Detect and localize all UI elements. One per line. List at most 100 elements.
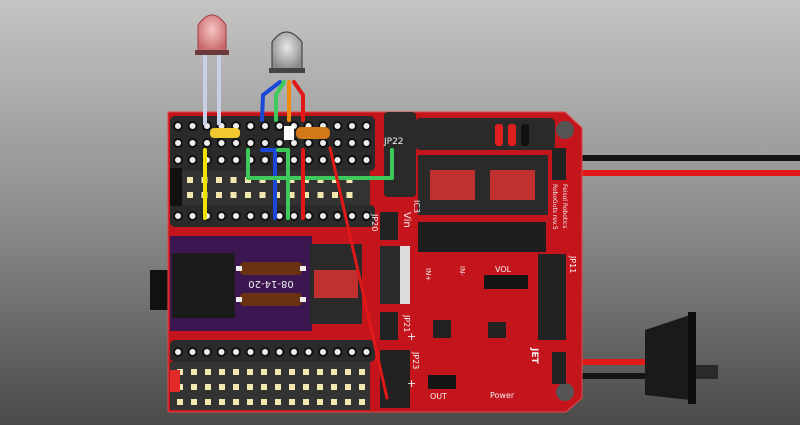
proto-pad xyxy=(191,384,197,390)
mounting-hole xyxy=(556,121,574,139)
proto-hole xyxy=(303,347,314,357)
mounting-hole xyxy=(556,383,574,401)
jumper-red[interactable] xyxy=(495,124,503,146)
proto-pad xyxy=(275,384,281,390)
slide-switch[interactable] xyxy=(170,168,182,206)
proto-pad xyxy=(303,369,309,375)
jp22-header xyxy=(384,112,416,197)
proto-pad xyxy=(247,399,253,405)
jumper-red[interactable] xyxy=(508,124,516,146)
proto-hole xyxy=(202,347,212,357)
proto-hole xyxy=(245,121,256,131)
red-led xyxy=(195,14,229,125)
proto-hole xyxy=(332,121,343,131)
jet-logo: JET xyxy=(529,347,539,364)
proto-hole xyxy=(361,211,372,221)
proto-hole xyxy=(289,138,299,148)
proto-pad xyxy=(230,177,237,183)
proto-hole xyxy=(318,211,328,221)
proto-pad xyxy=(303,384,309,390)
proto-pad xyxy=(191,399,197,405)
amp-chip xyxy=(433,320,451,338)
vol-header xyxy=(484,275,528,289)
proto-pad xyxy=(216,177,222,183)
proto-pad xyxy=(288,192,295,198)
label-ic3: IC3 xyxy=(412,200,421,213)
proto-hole xyxy=(245,211,256,221)
proto-pad xyxy=(233,369,239,375)
proto-hole xyxy=(347,155,357,165)
proto-pad xyxy=(275,369,281,375)
proto-hole xyxy=(173,347,183,357)
proto-hole xyxy=(231,138,241,148)
label-power: Power xyxy=(490,391,515,400)
proto-hole xyxy=(260,155,270,165)
proto-hole xyxy=(260,121,270,131)
label-out: OUT xyxy=(430,392,447,401)
label-in-minus: IN- xyxy=(458,266,466,276)
proto-pad xyxy=(187,177,193,183)
resistor-yellow xyxy=(210,128,240,138)
proto-pad xyxy=(289,369,295,375)
jumper-black[interactable] xyxy=(521,124,529,146)
proto-pad xyxy=(303,192,309,198)
proto-hole xyxy=(289,347,299,357)
proto-pad xyxy=(359,399,365,405)
power-connector-bottom xyxy=(552,352,566,384)
proto-hole xyxy=(187,121,198,131)
proto-hole xyxy=(187,347,198,357)
label-jp22: JP22 xyxy=(383,137,404,147)
proto-pad xyxy=(216,192,222,198)
proto-pad xyxy=(219,384,225,390)
proto-pad xyxy=(205,369,211,375)
proto-pad xyxy=(275,399,281,405)
wire-blue-led xyxy=(260,80,282,122)
proto-pad xyxy=(261,369,267,375)
wire-green-led xyxy=(274,80,286,122)
proto-pad xyxy=(259,192,266,198)
proto-hole xyxy=(332,138,343,148)
proto-pad xyxy=(247,384,253,390)
proto-hole xyxy=(173,211,183,221)
proto-hole xyxy=(361,138,372,148)
proto-pad xyxy=(187,192,193,198)
power-switch[interactable] xyxy=(645,312,718,404)
jp20-header xyxy=(380,212,398,240)
proto-pad xyxy=(317,384,323,390)
proto-hole xyxy=(289,155,299,165)
proto-hole xyxy=(187,138,198,148)
proto-hole xyxy=(216,211,227,221)
proto-hole xyxy=(216,155,227,165)
proto-pad xyxy=(205,399,211,405)
proto-hole xyxy=(318,155,328,165)
proto-pad xyxy=(303,399,309,405)
wire-red-diagonal xyxy=(328,146,389,400)
regulator-module: 08-14-20 xyxy=(170,236,312,331)
jp23-header xyxy=(380,350,410,408)
proto-pad xyxy=(191,369,197,375)
proto-hole xyxy=(231,211,241,221)
label-in-plus: IN+ xyxy=(424,268,432,281)
label-board-name: RoboGuts rev.5 xyxy=(551,184,558,230)
proto-hole xyxy=(173,155,183,165)
wire-green xyxy=(276,148,290,220)
proto-hole xyxy=(216,347,227,357)
ic-socket-left xyxy=(310,244,362,324)
proto-hole xyxy=(202,138,212,148)
proto-hole xyxy=(303,138,314,148)
proto-pad xyxy=(261,384,267,390)
proto-pad xyxy=(331,369,337,375)
rgb-led xyxy=(269,31,305,73)
audio-jack xyxy=(150,270,172,310)
resistor-orange xyxy=(284,126,330,140)
proto-pad xyxy=(230,192,237,198)
wire-blue xyxy=(260,148,277,220)
label-jp21: JP21 xyxy=(402,314,411,332)
label-jp23: JP23 xyxy=(411,351,420,369)
proto-pad xyxy=(317,399,323,405)
proto-pad xyxy=(233,384,239,390)
proto-pad xyxy=(261,399,267,405)
proto-pad xyxy=(289,399,295,405)
out-header xyxy=(428,375,456,389)
proto-pad xyxy=(233,399,239,405)
